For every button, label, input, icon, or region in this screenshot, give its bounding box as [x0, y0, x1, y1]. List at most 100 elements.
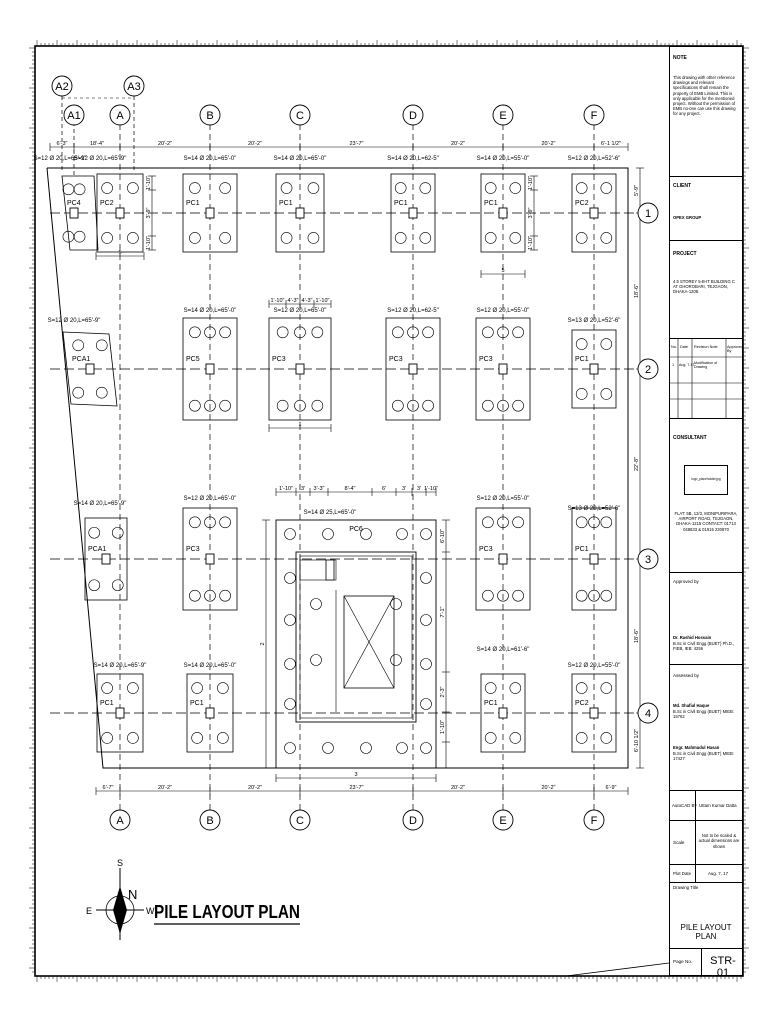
grid-bubble-bottom-F-label: F: [591, 815, 598, 827]
pile-cap-spec: S=12 Ø 20,L=65'-9": [34, 156, 87, 162]
assessor-1-name: Md. Shafiul Haque: [673, 703, 710, 708]
pile-cap-label: PC1: [484, 200, 498, 207]
rev-header-note: Revision Note: [694, 345, 718, 349]
pile-cap-label: PCA1: [72, 356, 90, 363]
pile-circle: [280, 182, 293, 194]
pile-cap-label: PC1: [484, 700, 498, 707]
pile-cap-label: PC1: [186, 200, 200, 207]
consultant-heading: CONSULTANT: [673, 435, 707, 441]
pile-circle: [88, 579, 101, 592]
pc6-right-dimension-label: 6'-10": [440, 529, 446, 543]
pc1-width-dimension-label: 5: [501, 268, 504, 274]
pile-circle: [307, 232, 320, 244]
pile-cap-spec: S=14 Ø 20,L=65'-0": [184, 308, 237, 314]
client-name: OPEX GROUP: [673, 215, 702, 220]
autocad-section: AutoCAD By Uttam Kumar Datta: [670, 791, 742, 821]
grid-bubble-bottom-B-label: B: [206, 815, 213, 827]
rev-header-approved: Approved By: [727, 345, 744, 353]
page-label-cell: [670, 949, 702, 975]
top-dimension-label: 20'-2": [451, 141, 465, 147]
pile-circle: [575, 516, 588, 529]
pile-circle: [204, 516, 216, 529]
column-stub: [408, 363, 418, 375]
pile-circle: [284, 658, 296, 670]
compass-east-label: E: [86, 906, 92, 916]
pile-cap-spec: S=12 Ø 20,L=55'-0": [477, 308, 530, 314]
pile-circle: [396, 742, 408, 754]
building-edge: [46, 167, 629, 769]
compass-north-label: N: [128, 887, 137, 902]
pile-cap-label: PC1: [100, 700, 114, 707]
column-stub: [205, 363, 215, 375]
pile-circle: [600, 589, 613, 602]
scale-value: Not to be scaled & actual dimensions are…: [698, 833, 740, 849]
pile-circle: [600, 182, 613, 194]
pile-cap-pc5: PC5: [182, 317, 238, 421]
pile-circle: [360, 528, 372, 540]
assessor-2-name: Engr. Mahmudul Hasan: [673, 745, 720, 750]
grid-bubble-bottom-C-circle: [289, 809, 311, 831]
pile-circle: [512, 326, 524, 339]
pile-cap-spec: S=12 Ø 20,L=65'-9": [48, 318, 101, 324]
pile-circle: [294, 326, 306, 339]
pile-cap-pc2: PC2: [571, 673, 617, 753]
pile-circle: [360, 742, 372, 754]
bottom-dimension-label: 20'-2": [158, 785, 172, 791]
page-number-section: Page No. STR- 01: [670, 949, 742, 979]
pile-circle: [420, 742, 432, 754]
pc6-top-dimension-label: 6': [382, 486, 386, 492]
pile-circle: [95, 339, 108, 352]
column-stub: [85, 363, 95, 375]
pile-circle: [600, 388, 613, 400]
pile-cap-spec: S=14 Ø 20,L=62-5": [387, 156, 439, 162]
pile-circle: [512, 399, 524, 412]
pile-circle: [390, 598, 402, 610]
note-section: NOTE This drawing with other reference d…: [670, 47, 742, 177]
autocad-value: Uttam Kumar Datta: [699, 803, 737, 808]
pile-circle: [88, 526, 101, 539]
column-stub: [408, 207, 418, 219]
pile-circle: [127, 232, 139, 244]
pile-circle: [101, 232, 113, 244]
assessor-1-detail: B.Sc in Civil Engg (BUET) MIEB: 15762: [673, 709, 734, 720]
pile-circle: [394, 232, 407, 244]
pile-cap-pc1: PC1: [96, 673, 144, 753]
pile-circle: [407, 326, 419, 339]
pile-circle: [219, 399, 231, 412]
pile-cap-outline: [186, 673, 234, 753]
core-wall-outer: [295, 551, 417, 723]
column-stub: [295, 207, 305, 219]
pile-cap-label: PC1: [575, 356, 589, 363]
pile-circle: [284, 528, 296, 540]
pc6-top-dimension-label: 3': [417, 486, 421, 492]
lift-shaft: [343, 595, 395, 689]
pile-cap-label: PC2: [575, 700, 589, 707]
pile-circle: [407, 399, 419, 412]
pile-circle: [280, 232, 293, 244]
column-stub: [589, 363, 599, 375]
plot-value: Aug. 7, 17: [708, 871, 729, 876]
pile-circle: [575, 232, 588, 244]
pile-cap-label: PC3: [479, 546, 493, 553]
pc6-top-dimension-label: 1'-10": [424, 486, 438, 492]
pile-cap-spec: S=12 Ø 20,L=65'-9": [74, 156, 127, 162]
pc3-width-dimension-label: 1: [298, 422, 301, 428]
grid-bubble-bottom-E-label: E: [499, 815, 506, 827]
rev-row-note: Modification of Drawing: [694, 361, 718, 370]
pile-circle: [191, 682, 203, 694]
pile-circle: [217, 732, 229, 744]
grid-bubble-top-B-label: B: [206, 110, 213, 122]
pile-circle: [509, 182, 522, 194]
pile-circle: [600, 682, 613, 694]
pile-circle: [420, 572, 432, 584]
pile-cap-outline: [480, 173, 526, 253]
pc6-outline: [275, 519, 437, 769]
pile-cap-pc3: PC3: [268, 317, 332, 421]
pile-circle: [482, 399, 494, 412]
pile-circle: [189, 232, 201, 244]
note-text: This drawing with other reference drawin…: [673, 75, 736, 117]
grid-bubble-bottom-A-circle: [109, 809, 131, 831]
grid-bubble-A3-label: A3: [127, 81, 140, 93]
